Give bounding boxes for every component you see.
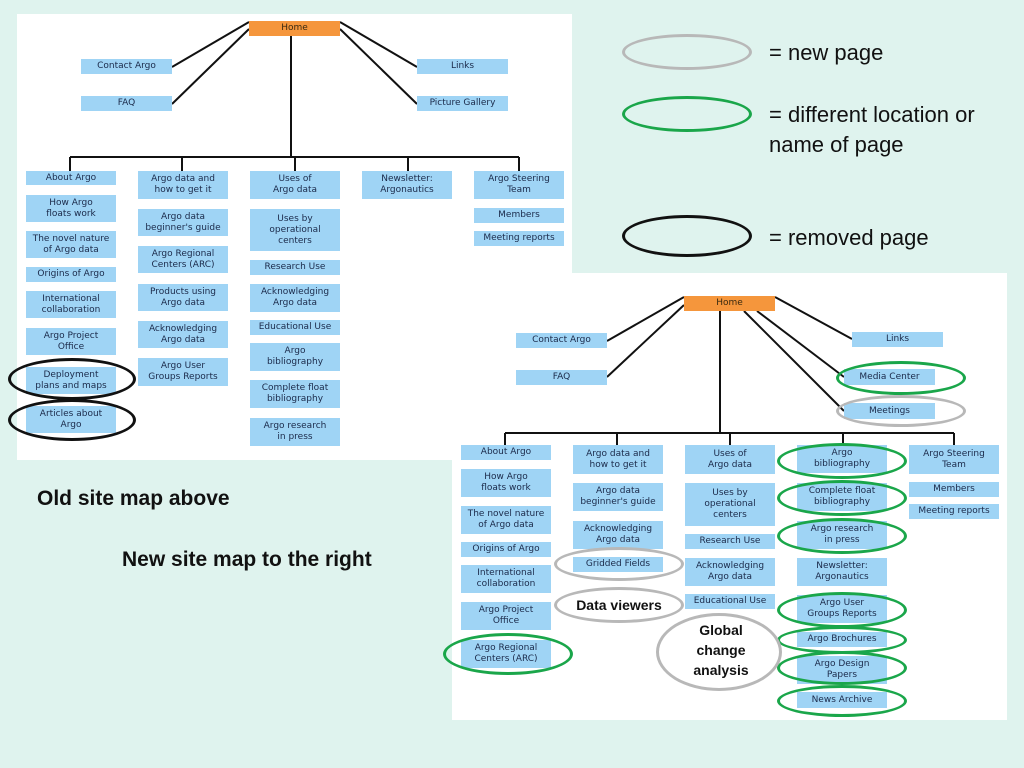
moved-ring-complete-float	[777, 480, 907, 516]
old-home-box: Home	[249, 21, 340, 36]
new-col1-item-4: International collaboration	[461, 565, 551, 593]
legend-different-location-ring	[622, 96, 752, 132]
old-col3-item-6: Complete float bibliography	[250, 380, 340, 408]
old-gallery-box: Picture Gallery	[417, 96, 508, 111]
old-col1-item-5: Argo Project Office	[26, 328, 116, 355]
new-col5-item-1: Members	[909, 482, 999, 497]
new-col4-item-3: Newsletter: Argonautics	[797, 558, 887, 586]
old-col2-item-4: Acknowledging Argo data	[138, 321, 228, 348]
old-faq-box: FAQ	[81, 96, 172, 111]
old-col2-item-5: Argo User Groups Reports	[138, 358, 228, 386]
old-col3-item-1: Uses by operational centers	[250, 209, 340, 251]
old-contact-box: Contact Argo	[81, 59, 172, 74]
old-col5-item-0: Argo Steering Team	[474, 171, 564, 199]
old-col4-item-0: Newsletter: Argonautics	[362, 171, 452, 199]
new-ring-meetings	[836, 395, 966, 427]
old-col1-item-1: How Argo floats work	[26, 195, 116, 222]
old-col1-item-3: Origins of Argo	[26, 267, 116, 282]
removed-ring-deployment	[8, 358, 136, 400]
new-ring-gridded-fields	[554, 547, 684, 581]
old-col2-item-2: Argo Regional Centers (ARC)	[138, 246, 228, 273]
legend-removed-page-label: = removed page	[769, 225, 929, 250]
new-col5-item-0: Argo Steering Team	[909, 445, 999, 474]
old-col5-item-2: Meeting reports	[474, 231, 564, 246]
legend-new-page-label: = new page	[769, 40, 884, 65]
moved-ring-brochures	[777, 626, 907, 654]
old-col3-item-2: Research Use	[250, 260, 340, 275]
moved-ring-user-groups	[777, 592, 907, 628]
old-col3-item-3: Acknowledging Argo data	[250, 284, 340, 312]
new-ring-global-change	[656, 613, 782, 691]
old-col1-item-2: The novel nature of Argo data	[26, 231, 116, 258]
moved-ring-research-in-press	[777, 518, 907, 554]
new-col2-item-0: Argo data and how to get it	[573, 445, 663, 474]
global-change-label: Global change analysis	[693, 622, 749, 678]
old-col3-item-4: Educational Use	[250, 320, 340, 335]
removed-ring-articles	[8, 399, 136, 441]
old-links-box: Links	[417, 59, 508, 74]
new-col2-item-2: Acknowledging Argo data	[573, 521, 663, 549]
new-col1-item-5: Argo Project Office	[461, 602, 551, 630]
legend-different-location-label: = different location or name of page	[769, 102, 975, 157]
new-ring-data-viewers	[554, 587, 684, 623]
new-col2-item-1: Argo data beginner's guide	[573, 483, 663, 511]
new-col1-item-2: The novel nature of Argo data	[461, 506, 551, 534]
old-col5-item-1: Members	[474, 208, 564, 223]
new-col5-item-2: Meeting reports	[909, 504, 999, 519]
new-map-caption: New site map to the right	[122, 548, 372, 571]
moved-ring-design-papers	[777, 651, 907, 685]
new-contact-box: Contact Argo	[516, 333, 607, 348]
moved-ring-news-archive	[777, 685, 907, 717]
new-col3-item-4: Educational Use	[685, 594, 775, 609]
old-col1-item-4: International collaboration	[26, 291, 116, 318]
moved-ring-media-center	[836, 361, 966, 395]
legend-removed-page-ring	[622, 215, 752, 257]
new-map-connectors	[504, 296, 955, 445]
new-col3-item-3: Acknowledging Argo data	[685, 558, 775, 586]
new-faq-box: FAQ	[516, 370, 607, 385]
new-col1-item-3: Origins of Argo	[461, 542, 551, 557]
old-map-caption: Old site map above	[37, 487, 230, 510]
old-col3-item-0: Uses of Argo data	[250, 171, 340, 199]
new-col3-item-1: Uses by operational centers	[685, 483, 775, 526]
old-col3-item-7: Argo research in press	[250, 418, 340, 446]
old-col1-item-0: About Argo	[26, 171, 116, 185]
legend-new-page-ring	[622, 34, 752, 70]
moved-ring-argo-bibliography	[777, 443, 907, 479]
new-col1-item-1: How Argo floats work	[461, 469, 551, 497]
old-map-connectors	[69, 21, 520, 171]
old-col2-item-1: Argo data beginner's guide	[138, 209, 228, 236]
old-col3-item-5: Argo bibliography	[250, 343, 340, 371]
moved-ring-regional-centers	[443, 633, 573, 675]
old-col2-item-3: Products using Argo data	[138, 284, 228, 311]
new-home-box: Home	[684, 296, 775, 311]
old-col2-item-0: Argo data and how to get it	[138, 171, 228, 199]
new-col1-item-0: About Argo	[461, 445, 551, 460]
data-viewers-label: Data viewers	[576, 597, 662, 613]
new-links-box: Links	[852, 332, 943, 347]
new-col3-item-2: Research Use	[685, 534, 775, 549]
new-col3-item-0: Uses of Argo data	[685, 445, 775, 474]
